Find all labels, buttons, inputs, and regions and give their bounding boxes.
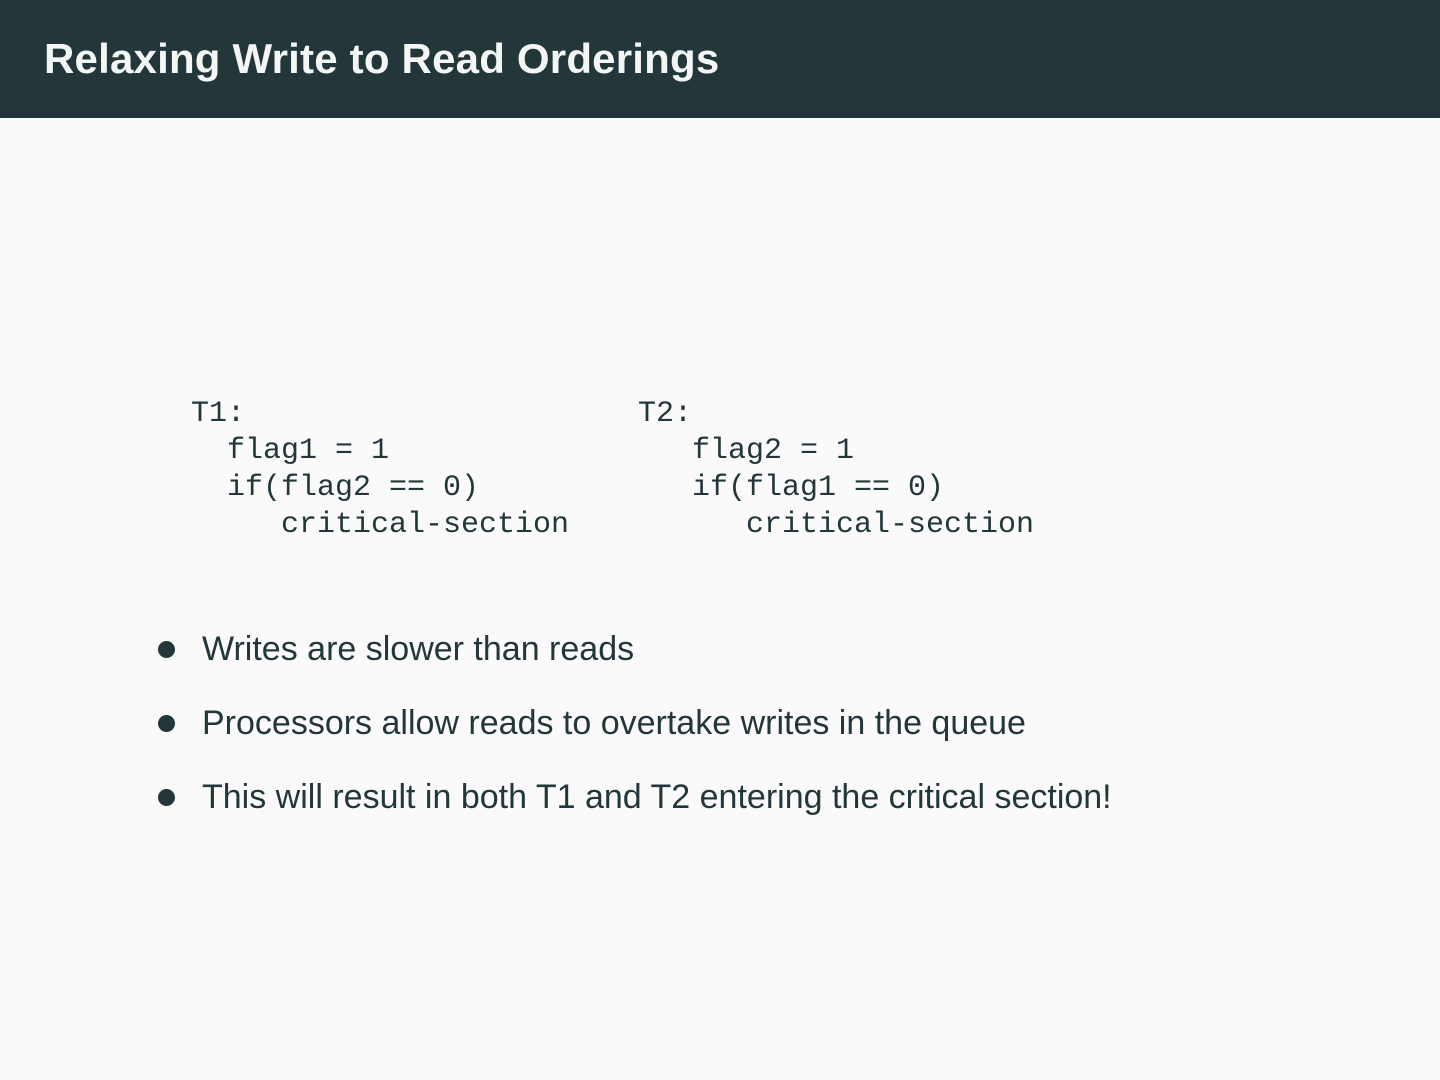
code-block-t2: T2: flag2 = 1 if(flag1 == 0) critical-se… [638, 397, 1035, 542]
bullet-item: This will result in both T1 and T2 enter… [158, 780, 1112, 814]
slide-title: Relaxing Write to Read Orderings [44, 35, 720, 82]
bullet-text: Writes are slower than reads [202, 630, 635, 668]
bullet-icon [158, 788, 175, 806]
bullet-icon [158, 714, 175, 732]
bullet-icon [158, 640, 175, 658]
code-block-t1: T1: flag1 = 1 if(flag2 == 0) critical-se… [191, 397, 570, 542]
bullet-item: Writes are slower than reads [158, 632, 1112, 666]
bullet-list: Writes are slower than reads Processors … [158, 632, 1112, 854]
bullet-text: This will result in both T1 and T2 enter… [202, 778, 1112, 816]
slide-header: Relaxing Write to Read Orderings [0, 0, 1440, 118]
bullet-text: Processors allow reads to overtake write… [202, 704, 1026, 742]
bullet-item: Processors allow reads to overtake write… [158, 706, 1112, 740]
